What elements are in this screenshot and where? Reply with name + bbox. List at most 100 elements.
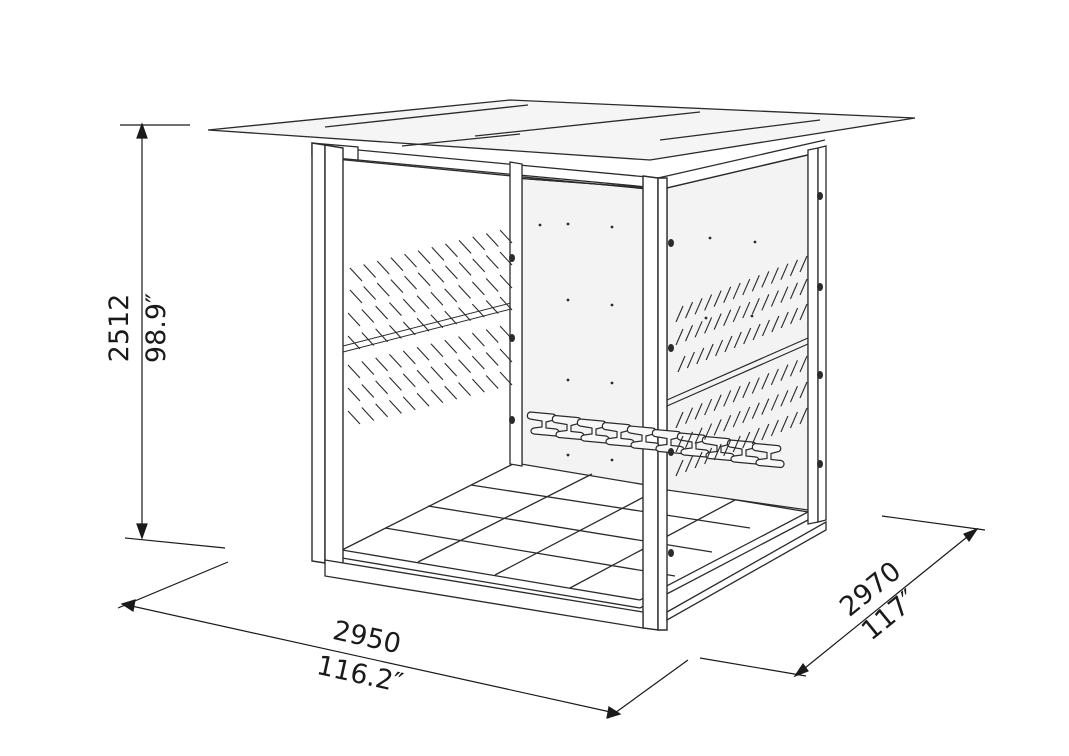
slat (770, 394, 779, 411)
slat (799, 303, 808, 321)
slat (471, 303, 485, 318)
folding-chair (751, 442, 785, 469)
slat (751, 377, 760, 394)
slat (743, 327, 752, 345)
frame-bolts (509, 192, 823, 557)
slat (485, 329, 499, 343)
slat (685, 324, 694, 342)
slat (485, 233, 499, 247)
slat (742, 301, 751, 319)
slat (704, 447, 713, 465)
slat (430, 291, 444, 306)
dot (538, 223, 542, 227)
height-mm-label: 2512 (104, 294, 135, 363)
slat (402, 350, 416, 365)
slat (742, 431, 751, 449)
slat (430, 366, 444, 381)
slat (458, 284, 471, 299)
slat (499, 348, 513, 363)
slat (761, 294, 770, 311)
slat (799, 255, 808, 273)
slat (444, 288, 458, 303)
dot (704, 316, 708, 320)
slat (742, 406, 751, 424)
slat (677, 355, 686, 373)
slat (715, 339, 724, 357)
dot (610, 303, 614, 307)
slat (713, 290, 722, 307)
slat (404, 253, 417, 268)
slat (458, 261, 472, 276)
slat (742, 381, 751, 399)
slat (799, 355, 808, 373)
dot (750, 314, 754, 318)
slat (444, 310, 458, 325)
left-wall-slats (347, 229, 513, 425)
dot (753, 240, 757, 244)
slat (417, 272, 431, 287)
back-left-post (509, 161, 523, 467)
slat (799, 278, 808, 296)
slat (390, 257, 404, 272)
dot (610, 381, 614, 385)
slat (799, 407, 808, 425)
slat (685, 455, 694, 473)
slat (751, 298, 760, 315)
slat (444, 385, 458, 400)
slat (790, 307, 799, 325)
slat (780, 286, 789, 303)
slat (799, 381, 808, 399)
bolt (817, 460, 823, 468)
back-right-post (807, 145, 827, 525)
slat (694, 451, 703, 469)
slat (375, 380, 389, 395)
slat (732, 305, 741, 323)
slat (361, 309, 375, 323)
slat (471, 281, 485, 296)
slat (402, 298, 416, 313)
slat (780, 390, 789, 407)
floor-grid (339, 462, 811, 609)
slat (770, 267, 779, 284)
width-mm-label: 2950 (330, 615, 404, 660)
slat (761, 319, 770, 337)
height-inch-label: 98.9″ (141, 293, 172, 363)
slat (685, 407, 694, 424)
slat (430, 343, 444, 358)
slat (705, 343, 714, 361)
slat (402, 321, 416, 336)
slat (361, 384, 375, 398)
slat (376, 260, 390, 275)
slat (375, 305, 389, 320)
slat (780, 311, 789, 329)
front-right-post (642, 175, 668, 631)
bolt (817, 371, 823, 379)
slat (696, 347, 705, 365)
slat (789, 259, 798, 277)
slat (471, 355, 485, 370)
slat (732, 435, 741, 453)
bolt (668, 549, 674, 557)
slat (789, 385, 798, 403)
dot (566, 222, 570, 226)
slat (770, 368, 779, 386)
slat (732, 410, 741, 428)
slat (694, 403, 703, 420)
slat (694, 321, 703, 338)
slat (444, 339, 458, 354)
slat (349, 267, 363, 282)
slat (430, 314, 444, 329)
slat (485, 352, 499, 366)
slat (780, 415, 789, 433)
bottom-frame (324, 520, 827, 629)
slat (347, 387, 361, 402)
slat (675, 411, 684, 429)
bolt (817, 192, 823, 200)
bolt (509, 416, 515, 424)
slat (416, 295, 430, 310)
slat (723, 286, 732, 303)
slat (761, 423, 770, 441)
slat (733, 331, 742, 349)
slat (704, 398, 713, 416)
